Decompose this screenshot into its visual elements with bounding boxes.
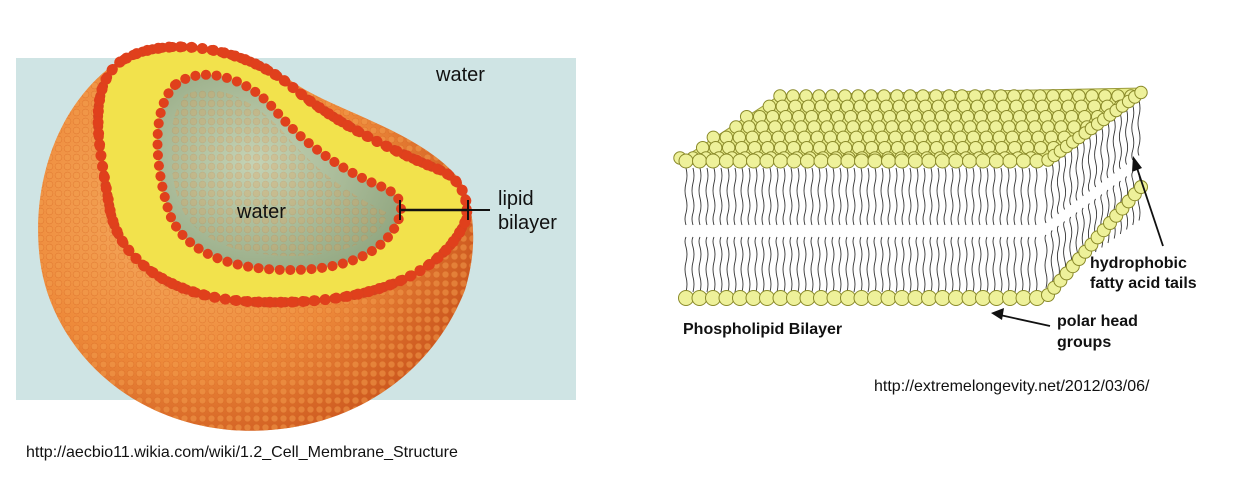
outer-water-label: water <box>436 64 485 86</box>
heads-arrow <box>999 314 1051 327</box>
tails-arrow <box>1135 164 1164 247</box>
bilayer-label-line1: lipid <box>498 188 534 210</box>
tails-label-line1: hydrophobic <box>1090 255 1187 272</box>
bilayer-sheet-illustration <box>673 85 1164 327</box>
heads-label-line2: groups <box>1057 334 1112 351</box>
heads-label-line1: polar head <box>1057 313 1138 330</box>
tails-label-line2: fatty acid tails <box>1090 275 1197 292</box>
side-head-groups <box>1041 85 1148 302</box>
sheet-title: Phospholipid Bilayer <box>683 321 843 338</box>
front-fatty-acid-tails <box>684 167 1038 293</box>
side-fatty-acid-tails <box>1044 100 1141 289</box>
bilayer-label-line2: bilayer <box>498 212 557 234</box>
vesicle-illustration <box>16 41 576 431</box>
vesicle-diagram: water water lipid bilayer http://aecbio1… <box>0 0 600 480</box>
inner-water-label: water <box>237 201 286 223</box>
bilayer-sheet-diagram: Phospholipid Bilayer hydrophobic fatty a… <box>600 0 1242 480</box>
vesicle-source-url: http://aecbio11.wikia.com/wiki/1.2_Cell_… <box>26 444 458 461</box>
front-top-head-row <box>678 153 1045 169</box>
sheet-source-url: http://extremelongevity.net/2012/03/06/ <box>874 378 1150 395</box>
top-head-groups <box>673 89 1138 165</box>
front-bottom-head-row <box>678 290 1045 306</box>
